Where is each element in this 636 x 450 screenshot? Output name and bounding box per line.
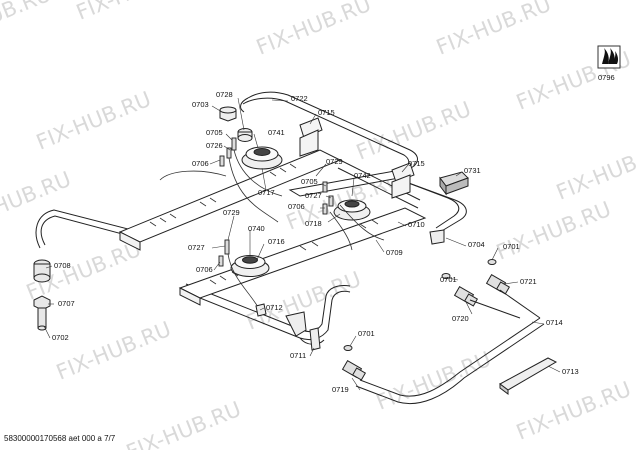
label-0707: 0707 xyxy=(58,299,75,308)
label-0701: 0701 xyxy=(358,329,375,338)
gas-icon-box-0796 xyxy=(597,45,621,69)
label-0714: 0714 xyxy=(546,318,563,327)
gas-tube-0714 xyxy=(355,289,545,404)
watermark: FIX-HUB.RU xyxy=(253,0,375,60)
label-0721: 0721 xyxy=(520,277,537,286)
label-0704: 0704 xyxy=(468,240,485,249)
label-0706: 0706 xyxy=(288,202,305,211)
label-0702: 0702 xyxy=(52,333,69,342)
label-0703: 0703 xyxy=(192,100,209,109)
label-0709: 0709 xyxy=(386,248,403,257)
watermark: FIX-HUB.RU xyxy=(553,137,636,205)
label-0728: 0728 xyxy=(216,90,233,99)
watermark: FIX-HUB.RU xyxy=(373,347,495,415)
label-0741: 0741 xyxy=(268,128,285,137)
label-0726: 0726 xyxy=(206,141,223,150)
label-0727: 0727 xyxy=(305,191,322,200)
label-0742: 0742 xyxy=(354,171,371,180)
label-0705: 0705 xyxy=(301,177,318,186)
watermark: FIX-HUB.RU xyxy=(353,97,475,165)
label-0710: 0710 xyxy=(408,220,425,229)
nut-0728 xyxy=(237,128,253,142)
label-0720: 0720 xyxy=(452,314,469,323)
label-0722: 0722 xyxy=(291,94,308,103)
cover-0731 xyxy=(439,171,469,196)
label-0701: 0701 xyxy=(503,242,520,251)
label-0740: 0740 xyxy=(248,224,265,233)
label-0717: 0717 xyxy=(258,188,275,197)
burner-0740 xyxy=(230,255,270,277)
label-0706: 0706 xyxy=(192,159,209,168)
label-0719: 0719 xyxy=(332,385,349,394)
label-0706: 0706 xyxy=(196,265,213,274)
label-0727: 0727 xyxy=(188,243,205,252)
label-0715: 0715 xyxy=(318,108,335,117)
label-0796: 0796 xyxy=(598,73,615,82)
label-0705: 0705 xyxy=(206,128,223,137)
watermark: FIX-HUB.RU xyxy=(53,317,175,385)
label-0729: 0729 xyxy=(223,208,240,217)
label-0731: 0731 xyxy=(464,166,481,175)
parts-left-column xyxy=(33,259,51,331)
label-0701: 0701 xyxy=(440,275,457,284)
watermark: FIX-HUB.RU xyxy=(513,377,635,445)
burner-0742 xyxy=(333,199,371,221)
label-0712: 0712 xyxy=(266,303,283,312)
leader-lines xyxy=(43,97,561,391)
watermark: FIX-HUB.RU xyxy=(0,0,54,50)
label-0718: 0718 xyxy=(305,219,322,228)
wires xyxy=(159,149,385,311)
watermark: FIX-HUB.RU xyxy=(123,397,245,450)
part-labels: 0796 0722 0728 0703 0715 0705 0741 0726 … xyxy=(52,73,615,394)
thermocouple-parts xyxy=(218,137,334,267)
burner-0741 xyxy=(241,146,283,170)
label-0711: 0711 xyxy=(290,351,306,360)
rail-0713 xyxy=(499,357,558,395)
watermark: FIX-HUB.RU xyxy=(73,0,195,25)
brackets-0715 xyxy=(299,117,415,199)
watermark: FIX-HUB.RU xyxy=(493,197,615,265)
watermark: FIX-HUB.RU xyxy=(433,0,555,60)
valves xyxy=(341,259,511,381)
burner-frame xyxy=(35,91,467,345)
clips xyxy=(255,229,445,351)
footer-code: 58300000170568 aet 000 a 7/7 xyxy=(4,434,116,443)
label-0716: 0716 xyxy=(268,237,285,246)
nut-0703 xyxy=(219,106,237,122)
label-0713: 0713 xyxy=(562,367,579,376)
label-0708: 0708 xyxy=(54,261,71,270)
label-0729: 0729 xyxy=(326,157,343,166)
label-0715: 0715 xyxy=(408,159,425,168)
watermark: FIX-HUB.RU xyxy=(33,87,155,155)
